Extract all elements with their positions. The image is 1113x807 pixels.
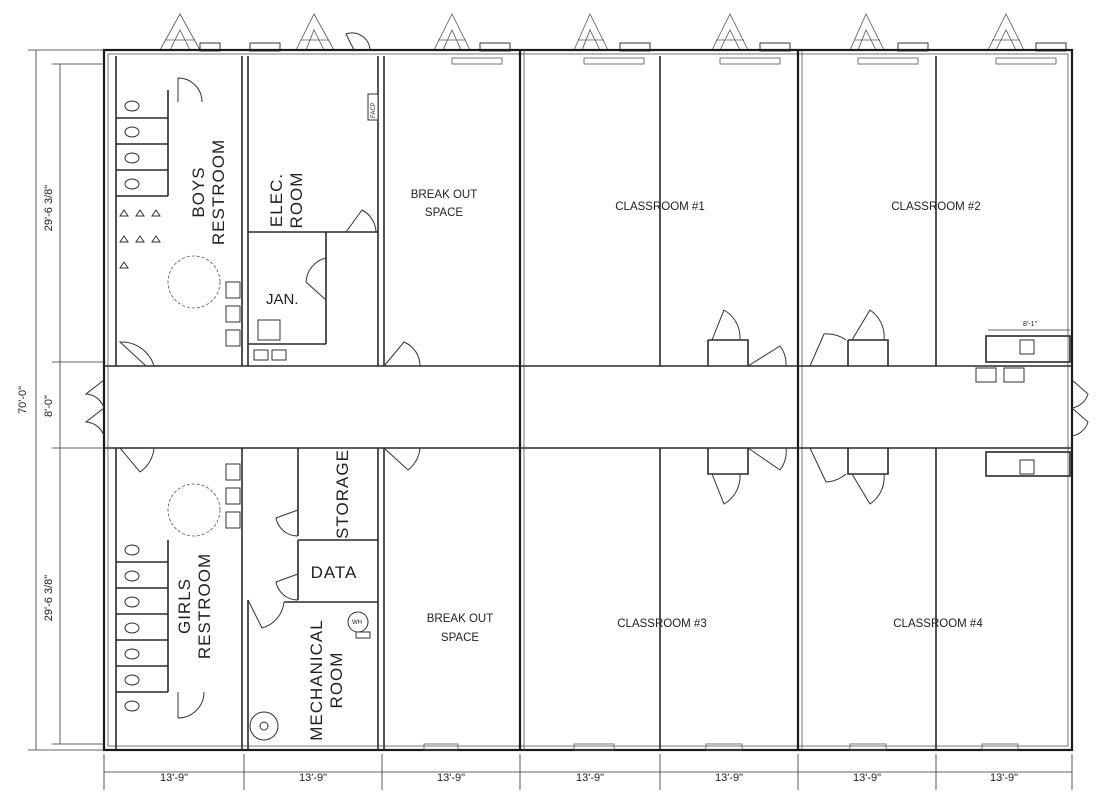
exterior-walls [102, 48, 1074, 752]
break-out-bottom-line1: BREAK OUT [427, 613, 493, 625]
break-out-bottom-line2: SPACE [441, 632, 479, 644]
classroom-2-label: CLASSROOM #2 [891, 201, 980, 213]
elec-room-line2: ROOM [287, 172, 306, 229]
doors [84, 32, 1089, 719]
vestibules [707, 335, 1071, 477]
storage-label: STORAGE [333, 449, 352, 539]
lower-partitions [115, 448, 937, 750]
girls-restroom-label: GIRLS RESTROOM [175, 553, 214, 659]
mechanical-room-label: MECHANICAL ROOM [307, 619, 346, 740]
break-out-top-line2: SPACE [425, 207, 463, 219]
sinks [225, 281, 1035, 529]
urinals [119, 209, 161, 269]
dim-bay-7: 13'-9" [990, 772, 1018, 784]
dim-bay-1: 13'-9" [160, 772, 188, 784]
elec-room-label: ELEC. ROOM [267, 172, 306, 229]
dim-counter: 8'-1" [1023, 321, 1037, 328]
boys-restroom-line1: BOYS [189, 166, 208, 217]
girls-restroom-line1: GIRLS [175, 578, 194, 634]
dim-bay-5: 13'-9" [715, 772, 743, 784]
girls-restroom-line2: RESTROOM [195, 553, 214, 659]
water-heater-tag: WH [352, 620, 362, 626]
dimension-lines [28, 49, 1073, 790]
classroom-3-label: CLASSROOM #3 [617, 618, 706, 630]
elec-room-line1: ELEC. [267, 173, 286, 227]
break-out-top-label: BREAK OUT SPACE [411, 189, 477, 219]
storage-text: STORAGE [333, 449, 352, 539]
boys-restroom-label: BOYS RESTROOM [189, 139, 228, 245]
fan-unit [249, 611, 371, 741]
mechanical-room-line2: ROOM [327, 652, 346, 709]
break-out-top-line1: BREAK OUT [411, 189, 477, 201]
classroom-4-label: CLASSROOM #4 [893, 618, 983, 630]
facp-tag: FACP [371, 102, 377, 118]
corridor-walls [104, 365, 1072, 449]
bay-dimensions: 13'-9" 13'-9" 13'-9" 13'-9" 13'-9" 13'-9… [160, 772, 1018, 784]
dim-corridor: 8'-0" [43, 395, 55, 417]
rooftop-units [159, 13, 1067, 52]
jan-label: JAN. [266, 291, 299, 308]
dim-overall-depth: 70'-0" [17, 386, 29, 414]
dim-bay-4: 13'-9" [576, 772, 604, 784]
dim-lower-depth: 29'-6 3/8" [43, 575, 55, 621]
break-out-bottom-label: BREAK OUT SPACE [427, 613, 493, 644]
upper-partitions [115, 56, 937, 366]
classroom-1-label: CLASSROOM #1 [615, 201, 704, 213]
boys-restroom-line2: RESTROOM [209, 139, 228, 245]
turning-circles [167, 255, 221, 537]
toilets [124, 100, 140, 712]
facp-panel [367, 93, 379, 121]
data-room-label: DATA [311, 563, 358, 582]
dim-bay-2: 13'-9" [299, 772, 327, 784]
dim-bay-6: 13'-9" [853, 772, 881, 784]
dim-upper-depth: 29'-6 3/8" [43, 185, 55, 231]
mechanical-room-line1: MECHANICAL [307, 619, 326, 740]
dim-bay-3: 13'-9" [437, 772, 465, 784]
